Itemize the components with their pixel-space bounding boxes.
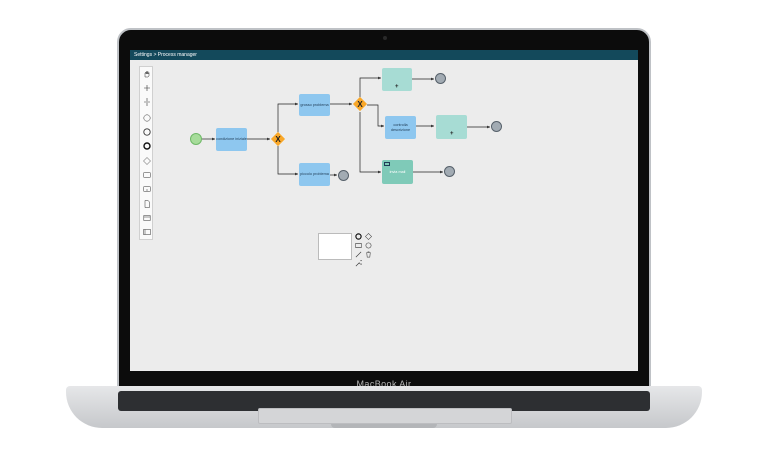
keyboard <box>118 391 650 411</box>
gateway-tool-icon[interactable] <box>140 155 154 167</box>
task-big-problem[interactable]: grosso problema <box>299 94 330 116</box>
start-event[interactable] <box>190 133 202 145</box>
end-event-small[interactable] <box>338 170 349 181</box>
end-event-bottom[interactable] <box>444 166 455 177</box>
envelope-icon <box>384 162 390 166</box>
tool-palette <box>139 66 153 240</box>
task-tool-icon[interactable] <box>140 169 154 181</box>
device-brand: MacBook Air <box>356 379 412 389</box>
screen: Settings > Process manager <box>130 50 638 371</box>
wrench-icon[interactable] <box>354 259 362 267</box>
gateway-action-icon[interactable] <box>364 232 372 240</box>
task-initial-condition[interactable]: condizione iniziale <box>216 128 247 151</box>
trackpad <box>258 408 512 424</box>
data-store-tool-icon[interactable] <box>140 212 154 224</box>
window-title: Settings > Process manager <box>130 50 638 60</box>
gateway-1-symbol: X <box>275 134 281 144</box>
hand-tool-icon[interactable] <box>140 68 154 80</box>
collapsed-marker-icon: + <box>395 84 399 90</box>
end-event-top[interactable] <box>435 73 446 84</box>
space-tool-icon[interactable] <box>140 96 154 108</box>
intermediate-event-action-icon[interactable] <box>364 241 372 249</box>
gateway-2-symbol: X <box>357 99 363 109</box>
task-small-problem[interactable]: piccolo problema <box>299 163 330 186</box>
data-object-tool-icon[interactable] <box>140 198 154 210</box>
subprocess-tool-icon[interactable] <box>140 183 154 195</box>
selected-element-preview[interactable] <box>318 233 352 260</box>
task-send-mail[interactable]: invia mail <box>382 160 413 184</box>
end-event-tool-icon[interactable] <box>140 140 154 152</box>
collapsed-marker-icon: + <box>450 131 454 137</box>
intermediate-event-tool-icon[interactable] <box>140 126 154 138</box>
task-teal-mid[interactable] <box>436 115 467 139</box>
task-action-icon[interactable] <box>354 241 362 249</box>
start-event-tool-icon[interactable] <box>140 112 154 124</box>
lasso-tool-icon[interactable] <box>140 82 154 94</box>
task-check-description[interactable]: controlla descrizione <box>385 116 416 139</box>
camera <box>383 36 387 40</box>
task-teal-top[interactable] <box>382 68 412 91</box>
trash-icon[interactable] <box>364 250 372 258</box>
end-event-mid[interactable] <box>491 121 502 132</box>
end-event-action-icon[interactable] <box>354 232 362 240</box>
pool-tool-icon[interactable] <box>140 226 154 238</box>
laptop-notch <box>331 424 437 428</box>
connect-action-icon[interactable] <box>354 250 362 258</box>
